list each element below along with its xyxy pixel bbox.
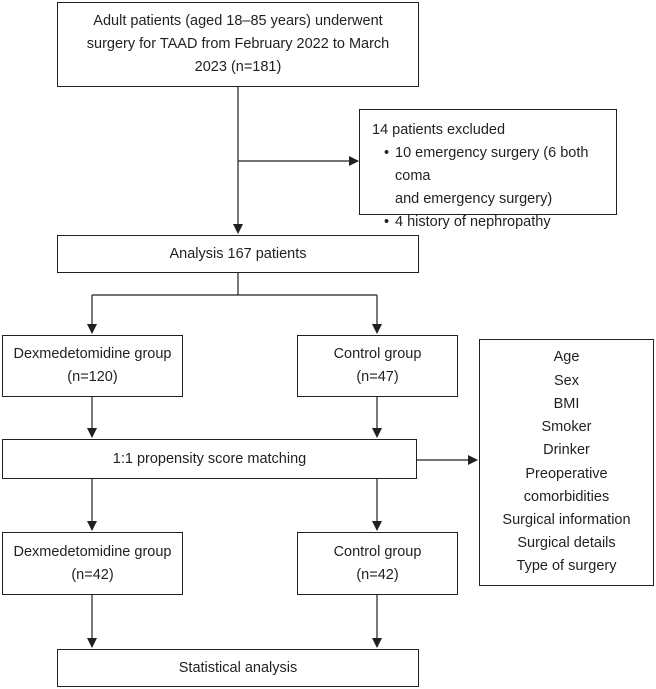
dex-after-box: Dexmedetomidine group (n=42) bbox=[2, 532, 183, 595]
covariate-item: comorbidities bbox=[523, 488, 610, 505]
ctrl-before-line: (n=47) bbox=[356, 369, 399, 385]
enrolled-box: Adult patients (aged 18–85 years) underw… bbox=[57, 2, 419, 87]
covariate-item: Preoperative bbox=[525, 465, 608, 482]
dex-after-line: Dexmedetomidine group bbox=[13, 543, 172, 560]
ctrl-after-box: Control group (n=42) bbox=[297, 532, 458, 595]
analysis-label: Analysis 167 patients bbox=[169, 245, 307, 262]
covariate-item: Surgical details bbox=[517, 535, 616, 552]
covariate-item: BMI bbox=[553, 395, 580, 412]
covariate-item: Sex bbox=[554, 372, 579, 389]
enrolled-line: Adult patients (aged 18–85 years) underw… bbox=[93, 13, 383, 29]
excluded-list: • 10 emergency surgery (6 both coma and … bbox=[372, 142, 606, 234]
bullet-icon: • bbox=[384, 214, 390, 230]
bullet-icon: • bbox=[384, 145, 390, 161]
psm-box: 1:1 propensity score matching bbox=[2, 439, 417, 479]
stats-label: Statistical analysis bbox=[178, 659, 298, 676]
dex-before-line: (n=120) bbox=[67, 369, 118, 385]
covariate-item: Surgical information bbox=[502, 511, 631, 528]
excluded-title: 14 patients excluded bbox=[372, 122, 506, 138]
ctrl-after-line: Control group bbox=[333, 543, 422, 560]
covariate-item: Age bbox=[553, 349, 580, 366]
dex-after-line: (n=42) bbox=[71, 566, 114, 583]
covariate-item: Type of surgery bbox=[516, 558, 617, 575]
dex-before-line: Dexmedetomidine group bbox=[13, 346, 172, 362]
enrolled-line: surgery for TAAD from February 2022 to M… bbox=[86, 36, 390, 52]
covariate-item: Smoker bbox=[541, 419, 592, 436]
dex-before-box: Dexmedetomidine group (n=120) bbox=[2, 335, 183, 397]
covariates-box: Age Sex BMI Smoker Drinker Preoperative … bbox=[479, 339, 654, 586]
enrolled-line: 2023 (n=181) bbox=[194, 59, 282, 75]
excluded-item: • 10 emergency surgery (6 both coma and … bbox=[372, 142, 606, 211]
ctrl-before-line: Control group bbox=[333, 346, 422, 362]
excluded-item-line: 10 emergency surgery (6 both coma bbox=[395, 145, 589, 184]
ctrl-after-line: (n=42) bbox=[356, 566, 399, 583]
psm-label: 1:1 propensity score matching bbox=[112, 450, 307, 467]
analysis-box: Analysis 167 patients bbox=[57, 235, 419, 273]
excluded-item: • 4 history of nephropathy bbox=[372, 211, 606, 234]
covariate-item: Drinker bbox=[543, 442, 590, 459]
stats-box: Statistical analysis bbox=[57, 649, 419, 687]
excluded-box: 14 patients excluded • 10 emergency surg… bbox=[359, 109, 617, 230]
excluded-item-line: 4 history of nephropathy bbox=[395, 214, 551, 230]
excluded-item-line: and emergency surgery) bbox=[395, 191, 553, 207]
ctrl-before-box: Control group (n=47) bbox=[297, 335, 458, 397]
